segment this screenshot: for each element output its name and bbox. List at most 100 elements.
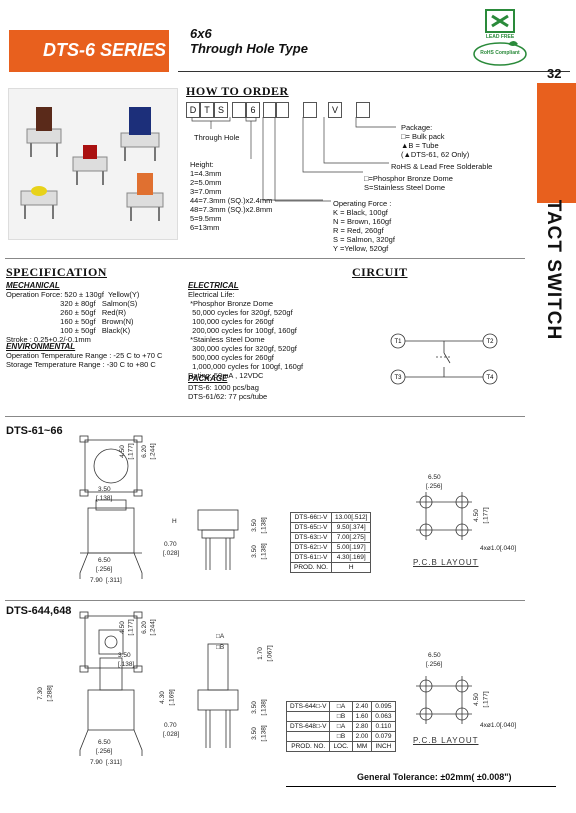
dts644-table-cell: DTS-648□-V	[285, 721, 331, 732]
electrical-line-5: *Stainless Steel Dome	[188, 335, 265, 344]
dts644-title: DTS-644,648	[6, 605, 72, 617]
dome-line-1: S=Stainless Steel Dome	[364, 183, 446, 192]
dim-pcb644-450: 4.50	[472, 693, 480, 706]
electrical-line-4: 200,000 cycles for 100gf, 160gf	[188, 326, 297, 335]
dim-dts61-side-138b: [.138]	[260, 543, 268, 560]
dim-dts644-350: 3.50	[118, 652, 131, 659]
mechanical-line-0: Operation Force: 520 ± 130gf Yellow(Y)	[6, 290, 140, 299]
dts61-table-header-cell: PROD. NO.	[290, 562, 332, 573]
package-spec-line-0: DTS-6: 1000 pcs/bag	[188, 383, 259, 392]
dim-pcb61-450: 4.50	[472, 509, 480, 522]
dts644-table-cell: □B	[329, 731, 353, 742]
divider-spec	[5, 258, 525, 259]
rohs-note: RoHS & Lead Free Solderable	[391, 162, 493, 171]
size-label: 6x6	[190, 26, 212, 41]
force-line-1: N = Brown, 160gf	[333, 217, 392, 226]
tolerance-rule	[286, 786, 556, 787]
dts61-table-cell: 4.30[.169]	[330, 552, 372, 563]
dim-dts644-450: 4.50	[118, 621, 126, 634]
dim-dts61-side-350: 3.50	[250, 519, 258, 532]
dim-dts61-650: 6.50	[98, 557, 111, 564]
sidebar-accent	[537, 83, 576, 203]
height-line-0: 1=4.3mm	[190, 169, 222, 178]
header-rule	[178, 71, 570, 72]
dim-dts644-b: □B	[216, 644, 225, 651]
dts644-table-cell: DTS-644□-V	[285, 701, 331, 712]
dim-dts644-169: [.169]	[168, 689, 176, 706]
dts644-table-cell: 0.079	[371, 731, 396, 742]
package-title: Package:	[401, 123, 433, 132]
package-options: □= Bulk pack▲B = Tube(▲DTS-61, 62 Only)	[401, 132, 469, 159]
sidebar-title: TACT SWITCH	[543, 199, 564, 341]
table-header-row: PROD. NO.H	[290, 562, 372, 573]
dim-dts644-620: 6.20	[140, 621, 148, 634]
mechanical-heading: MECHANICAL	[6, 281, 60, 290]
code-box-4: 6	[246, 102, 260, 118]
dim-pcb61-650: 6.50	[428, 474, 441, 481]
environmental-heading: ENVIRONMENTAL	[6, 342, 76, 351]
force-line-4: Y =Yellow, 520gf	[333, 244, 389, 253]
dim-dts61-side-138: [.138]	[260, 517, 268, 534]
force-line-3: S = Salmon, 320gf	[333, 235, 395, 244]
dim-dts644-650: 6.50	[98, 739, 111, 746]
package-line-1: ▲B = Tube	[401, 141, 439, 150]
dts644-pcb-drawing	[416, 676, 472, 724]
dts61-table-cell: DTS-66□-V	[290, 512, 332, 523]
circuit-heading: CIRCUIT	[352, 265, 408, 279]
dim-dts61-244: [.244]	[149, 443, 157, 460]
dts61-table-cell: DTS-63□-V	[290, 532, 332, 543]
lead-free-text: LEAD FREE	[486, 34, 515, 40]
dim-dts644-170: 1.70	[256, 647, 264, 660]
dim-dts644-028: [.028]	[163, 731, 180, 738]
environmental-line-0: Operation Temperature Range : -25 C to +…	[6, 351, 163, 360]
dts644-table-cell: □A	[329, 721, 353, 732]
dts61-table-cell: 5.00[.197]	[330, 542, 372, 553]
dim-dts644-side-350b: 3.50	[250, 727, 258, 740]
dim-dts644-177: [.177]	[127, 619, 135, 636]
series-banner: DTS-6 SERIES	[9, 30, 169, 72]
dim-pcb644-256: [.256]	[426, 661, 443, 668]
dim-dts61-311: [.311]	[106, 577, 122, 584]
sidebar-title-box: TACT SWITCH	[530, 170, 576, 370]
dts644-table-cell	[285, 731, 331, 742]
dts61-side-view	[197, 509, 239, 570]
dim-dts644-side-138b: [.138]	[260, 725, 268, 742]
dim-dts61-side-350b: 3.50	[250, 545, 258, 558]
height-line-5: 5=9.5mm	[190, 214, 222, 223]
mechanical-line-4: 100 ± 50gf Black(K)	[6, 326, 131, 335]
dim-pcb644-177: [.177]	[482, 691, 490, 708]
code-box-3	[232, 102, 246, 118]
electrical-heading: ELECTRICAL	[188, 281, 239, 290]
electrical-line-0: Electrical Life:	[188, 290, 235, 299]
dts644-table-cell: 0.110	[371, 721, 396, 732]
mechanical-line-1: 320 ± 80gf Salmon(S)	[6, 299, 138, 308]
dts644-table-cell: 2.00	[351, 731, 373, 742]
dts61-title: DTS-61~66	[6, 425, 63, 437]
dts61-pcb-drawing	[416, 492, 472, 540]
code-box-8: V	[328, 102, 342, 118]
dim-dts644-138: [.138]	[118, 661, 135, 668]
dts61-table-cell: 7.00[.275]	[330, 532, 372, 543]
electrical-line-9: Rating: 50mA , 12VDC	[188, 371, 264, 380]
dts644-table-cell: 0.063	[371, 711, 396, 722]
environmental-line-1: Storage Temperature Range : -30 C to +80…	[6, 360, 156, 369]
height-line-2: 3=7.0mm	[190, 187, 222, 196]
code-box-0: D	[186, 102, 200, 118]
dts61-table-header-cell: H	[330, 562, 372, 573]
code-box-6	[275, 102, 289, 118]
force-line-0: K = Black, 100gf	[333, 208, 388, 217]
package-spec-line-1: DTS-61/62: 77 pcs/tube	[188, 392, 268, 401]
product-photo	[8, 88, 178, 240]
dim-dts644-070: 0.70	[164, 722, 177, 729]
dts644-table-cell	[285, 711, 331, 722]
dome-line-0: □=Phosphor Bronze Dome	[364, 174, 453, 183]
